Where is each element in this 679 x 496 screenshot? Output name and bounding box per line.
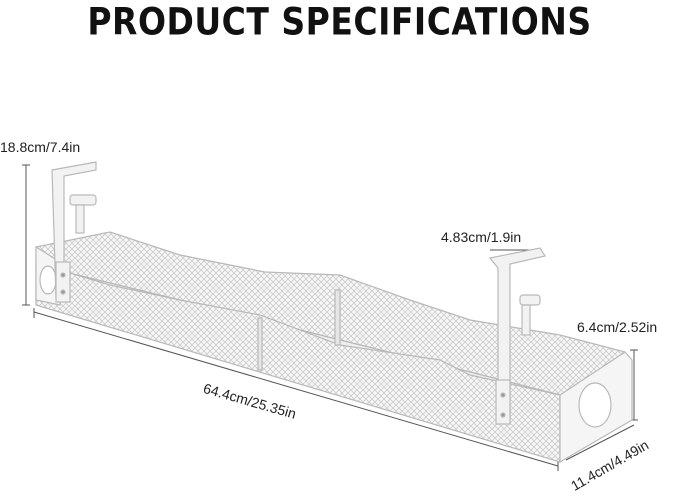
page-title: PRODUCT SPECIFICATIONS: [87, 0, 592, 44]
tray-height-dimension-label: 6.4cm/2.52in: [577, 319, 658, 335]
length-dimension-line: [33, 311, 559, 467]
left-clamp: [51, 161, 97, 303]
right-clamp: [488, 247, 546, 425]
cable-tray: [35, 231, 633, 464]
height-dimension-label: 18.8cm/7.4in: [0, 139, 81, 155]
clamp-width-dimension-label: 4.83cm/1.9in: [441, 229, 522, 245]
depth-dimension-line: [565, 424, 635, 461]
